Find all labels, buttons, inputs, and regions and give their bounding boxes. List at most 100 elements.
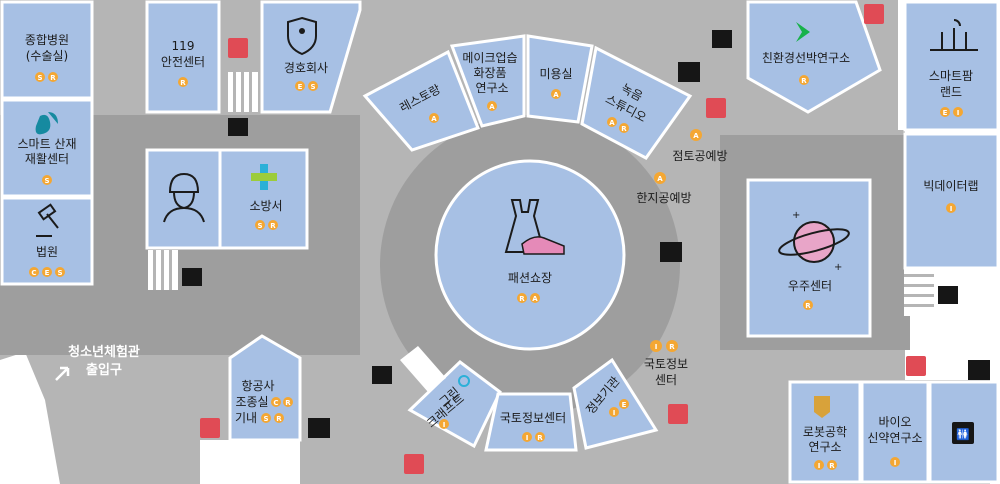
- workshop-hanji: A 한지공예방: [636, 172, 692, 205]
- room-label: 연구소: [808, 440, 841, 454]
- room-label: 재활센터: [25, 152, 69, 166]
- green-craft-logo-icon: [458, 375, 470, 387]
- youth-center-entrance[interactable]: 청소년체험관 출입구: [55, 344, 140, 381]
- room-label: 스마트 산재: [17, 137, 76, 151]
- svg-text:S: S: [310, 83, 315, 91]
- room-big-data-lab[interactable]: 빅데이터랩 I: [903, 132, 1000, 270]
- stair-sign-icon: [182, 30, 958, 384]
- svg-text:R: R: [276, 415, 282, 423]
- svg-text:R: R: [669, 343, 675, 351]
- svg-text:R: R: [50, 74, 56, 82]
- svg-text:A: A: [532, 295, 538, 303]
- room-beauty[interactable]: 미용실 A: [526, 34, 594, 124]
- land-info-center-label: I R 국토정보 센터: [644, 340, 688, 387]
- elevator-icon: [660, 242, 682, 262]
- room-space-center[interactable]: + + 우주센터 R: [746, 178, 872, 338]
- svg-text:E: E: [622, 401, 627, 409]
- room-label: 빅데이터랩: [923, 179, 978, 193]
- svg-text:I: I: [655, 343, 658, 351]
- robotics-logo-icon: [814, 396, 830, 418]
- outside-area: [0, 352, 60, 484]
- room-robotics-lab[interactable]: 로봇공학 연구소 I R: [788, 380, 862, 484]
- svg-text:I: I: [957, 109, 960, 117]
- svg-text:S: S: [263, 415, 268, 423]
- room-label: 안전센터: [161, 55, 205, 69]
- room-label: 종합병원: [25, 33, 69, 47]
- svg-text:R: R: [829, 462, 835, 470]
- arrow-icon: [55, 366, 70, 381]
- svg-text:국토정보: 국토정보: [644, 357, 688, 371]
- firefighter-icon: [163, 172, 205, 223]
- planet-icon: + +: [778, 210, 850, 273]
- room-smart-rehab[interactable]: 스마트 산재 재활센터 S: [0, 98, 94, 198]
- room-smart-farm[interactable]: 스마트팜 랜드 E I: [903, 0, 1000, 132]
- svg-text:R: R: [805, 302, 811, 310]
- svg-text:센터: 센터: [655, 373, 677, 387]
- svg-text:R: R: [519, 295, 525, 303]
- room-makeup[interactable]: 메이크업습 화장품 연구소 A: [449, 34, 526, 128]
- svg-text:S: S: [257, 222, 262, 230]
- svg-text:I: I: [443, 421, 446, 429]
- room-label: 화장품: [473, 66, 506, 80]
- room-security[interactable]: 경호회사 E S: [260, 0, 362, 114]
- svg-text:A: A: [693, 132, 699, 140]
- room-land-info-center[interactable]: 국토정보센터 I R: [484, 392, 578, 452]
- workshop-tomato: A 점토공예방: [672, 129, 728, 163]
- svg-text:E: E: [943, 109, 948, 117]
- svg-text:I: I: [818, 462, 821, 470]
- rehab-logo-icon: [35, 112, 58, 135]
- svg-text:I: I: [613, 409, 616, 417]
- svg-text:R: R: [801, 77, 807, 85]
- eco-ship-logo-icon: [796, 22, 810, 42]
- room-general-hospital[interactable]: 종합병원 (수술실) S R: [0, 0, 94, 100]
- svg-text:I: I: [894, 459, 897, 467]
- smart-farm-icon: [930, 19, 978, 51]
- svg-text:A: A: [553, 91, 559, 99]
- svg-text:E: E: [298, 83, 303, 91]
- room-recording-studio[interactable]: 녹음 스튜디오 A R: [580, 45, 693, 160]
- svg-text:R: R: [285, 399, 291, 407]
- room-label: 바이오: [878, 415, 911, 429]
- svg-text:청소년체험관: 청소년체험관: [68, 344, 140, 360]
- room-fashion-show[interactable]: 패션쇼장 R A: [434, 159, 626, 351]
- room-label: 로봇공학: [803, 425, 847, 439]
- room-119-safety[interactable]: 119 안전센터 R: [145, 0, 221, 114]
- svg-text:A: A: [431, 115, 437, 123]
- room-label: 국토정보센터: [500, 411, 566, 425]
- room-restaurant[interactable]: 레스토랑 A: [362, 49, 480, 152]
- svg-text:A: A: [489, 103, 495, 111]
- room-label: 소방서: [249, 199, 282, 213]
- emergency-exit-icon: [308, 62, 990, 438]
- svg-text:I: I: [526, 434, 529, 442]
- room-label: 미용실: [539, 67, 572, 81]
- room-green-craft[interactable]: 그린 크래프트 I: [407, 360, 502, 449]
- room-label: 우주센터: [788, 279, 832, 293]
- room-label: 스마트팜: [929, 69, 973, 83]
- room-label: 연구소: [475, 81, 508, 95]
- stairs: [148, 72, 934, 392]
- room-label: 기내: [235, 411, 257, 425]
- room-bio-lab[interactable]: 바이오 신약연구소 I: [860, 380, 930, 484]
- room-label: 메이크업습: [462, 51, 517, 65]
- room-aviation[interactable]: 항공사 조종실 C R 기내 S R: [228, 334, 302, 442]
- svg-text:I: I: [950, 205, 953, 213]
- room-info-agency[interactable]: 정보기관 I E: [572, 357, 659, 450]
- room-label: 신약연구소: [867, 430, 922, 445]
- room-fire-station[interactable]: 소방서 S R: [145, 148, 309, 250]
- svg-text:E: E: [45, 269, 50, 277]
- svg-text:S: S: [37, 74, 42, 82]
- room-court[interactable]: 법원 C E S: [0, 196, 94, 286]
- shoe-icon: [521, 236, 565, 255]
- svg-text:+: +: [834, 262, 842, 273]
- restroom[interactable]: 🚻: [928, 380, 1000, 484]
- room-label: 랜드: [940, 85, 962, 99]
- room-eco-ship-lab[interactable]: 친환경선박연구소 R: [746, 0, 882, 114]
- room-label: 패션쇼장: [508, 271, 552, 285]
- fire-extinguisher-icon: [200, 4, 926, 474]
- room-label: 법원: [36, 245, 58, 259]
- svg-text:R: R: [270, 222, 276, 230]
- svg-text:C: C: [273, 399, 278, 407]
- svg-text:S: S: [44, 177, 49, 185]
- svg-text:점토공예방: 점토공예방: [672, 149, 727, 163]
